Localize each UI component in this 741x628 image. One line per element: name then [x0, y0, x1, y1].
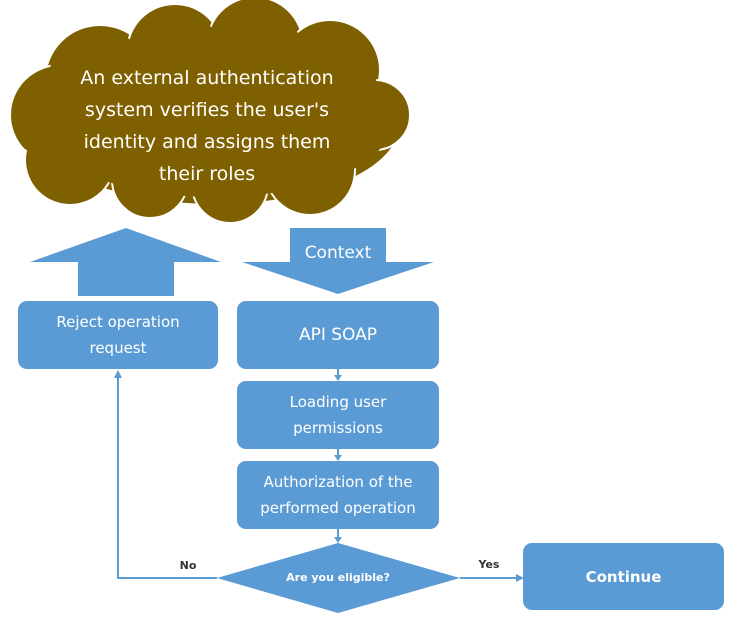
context-arrow	[242, 228, 434, 294]
decision-diamond	[217, 543, 460, 613]
up-arrow	[30, 228, 221, 296]
loading-permissions-box: Loading user permissions	[237, 381, 439, 449]
edge-label-yes: Yes	[478, 557, 500, 571]
edge-label-no: No	[179, 558, 197, 572]
api-soap-box: API SOAP	[237, 301, 439, 369]
context-label: Context	[304, 243, 372, 263]
decision-label: Are you eligible?	[286, 570, 390, 584]
connector-no	[117, 372, 217, 579]
continue-box: Continue	[523, 543, 724, 610]
cloud-text: An external authentication system verifi…	[80, 67, 334, 185]
reject-operation-box: Reject operation request	[18, 301, 218, 369]
authorization-box: Authorization of the performed operation	[237, 461, 439, 529]
